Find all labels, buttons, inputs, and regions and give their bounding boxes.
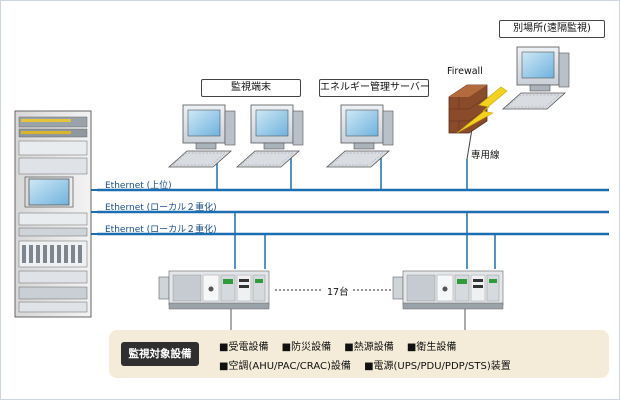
monitor-terminal-label: 監視端末 [201,79,301,97]
equipment-item: 熱源設備 [344,342,393,353]
firewall-icon [448,84,508,134]
remote-site-label: 別場所(遠隔監視) [499,20,605,38]
plc-count-label: 17台 [327,287,349,298]
ethernet-local-2-label: Ethernet (ローカル２重化) [105,225,217,235]
dedicated-line-label: 専用線 [471,150,500,161]
computer-icon [326,104,394,168]
plc-icon [392,270,504,310]
equipment-item: 受電設備 [219,342,268,353]
equipment-item: 衛生設備 [407,342,456,353]
server-rack-icon [14,110,92,318]
energy-server-label: エネルギー管理サーバー [319,79,430,97]
computer-icon [168,104,236,168]
equipment-item: 空調(AHU/PAC/CRAC)設備 [219,361,351,372]
plc-icon [158,270,270,310]
monitored-equipment-panel: 監視対象設備 受電設備 防災設備 熱源設備 衛生設備 空調(AHU/PAC/CR… [109,330,609,378]
panel-title: 監視対象設備 [121,342,199,366]
equipment-row-1: 受電設備 防災設備 熱源設備 衛生設備 [219,338,466,353]
equipment-item: 防災設備 [282,342,331,353]
equipment-item: 電源(UPS/PDU/PDP/STS)装置 [364,361,511,372]
firewall-label: Firewall [447,66,483,77]
computer-icon [502,46,570,110]
ethernet-upper-label: Ethernet (上位) [105,181,172,191]
ethernet-lines [91,188,609,236]
computer-icon [236,104,304,168]
equipment-row-2: 空調(AHU/PAC/CRAC)設備 電源(UPS/PDU/PDP/STS)装置 [219,357,521,372]
ethernet-local-1-label: Ethernet (ローカル２重化) [105,203,217,213]
